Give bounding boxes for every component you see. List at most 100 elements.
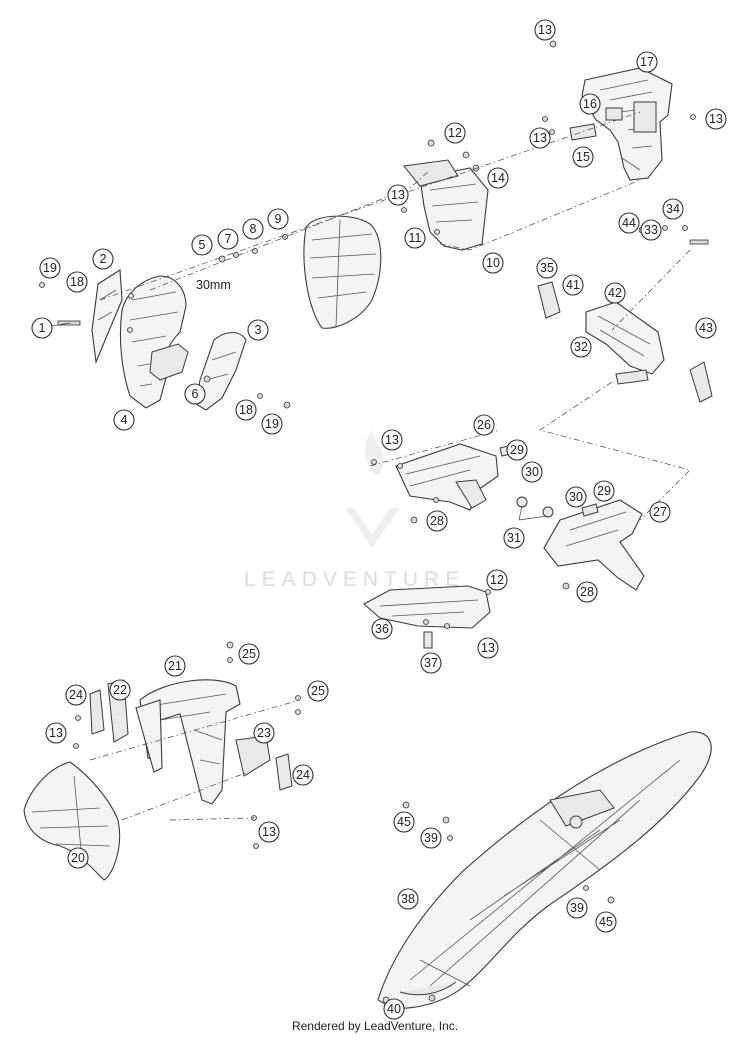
svg-text:23: 23 (257, 726, 271, 740)
svg-text:17: 17 (640, 55, 654, 69)
svg-text:13: 13 (538, 23, 552, 37)
callout-30a: 30 (521, 461, 543, 483)
svg-text:32: 32 (574, 340, 588, 354)
svg-text:18: 18 (70, 275, 84, 289)
license-plate-holder (537, 225, 713, 403)
callout-15: 15 (572, 146, 594, 168)
svg-text:5: 5 (199, 238, 206, 252)
footer-credit: Rendered by LeadVenture, Inc. (291, 1019, 459, 1033)
callout-13f: 13 (477, 637, 499, 659)
callout-13e: 13 (381, 429, 403, 451)
svg-text:21: 21 (168, 659, 182, 673)
callout-37: 37 (420, 652, 442, 674)
callout-24b: 24 (292, 764, 314, 786)
callout-7: 7 (217, 228, 239, 250)
svg-text:33: 33 (644, 223, 658, 237)
svg-text:20: 20 (71, 851, 85, 865)
svg-text:25: 25 (311, 684, 325, 698)
callout-38: 38 (397, 888, 419, 910)
svg-text:10: 10 (486, 256, 500, 270)
svg-text:39: 39 (570, 901, 584, 915)
svg-text:44: 44 (622, 216, 636, 230)
callout-39a: 39 (420, 827, 442, 849)
callout-43: 43 (695, 317, 717, 339)
svg-text:39: 39 (424, 831, 438, 845)
callout-35: 35 (536, 257, 558, 279)
callout-13a: 13 (534, 19, 556, 41)
callout-8: 8 (242, 218, 264, 240)
callout-12a: 12 (444, 122, 466, 144)
svg-text:45: 45 (397, 815, 411, 829)
svg-text:2: 2 (100, 252, 107, 266)
callout-13c: 13 (529, 127, 551, 149)
svg-text:28: 28 (580, 585, 594, 599)
callout-23: 23 (253, 722, 275, 744)
headlight-bracket-assembly (542, 40, 696, 181)
callout-9: 9 (267, 208, 289, 230)
callout-30b: 30 (565, 486, 587, 508)
svg-text:8: 8 (250, 222, 257, 236)
callout-12b: 12 (486, 569, 508, 591)
callout-18b: 18 (235, 399, 257, 421)
callout-16: 16 (579, 93, 601, 115)
callout-20: 20 (67, 847, 89, 869)
leader-lines (51, 111, 691, 821)
svg-text:12: 12 (490, 573, 504, 587)
svg-text:36: 36 (375, 622, 389, 636)
callout-44: 44 (618, 212, 640, 234)
svg-text:19: 19 (265, 417, 279, 431)
svg-text:3: 3 (255, 323, 262, 337)
headlight-bracket-lower (401, 139, 489, 251)
svg-text:45: 45 (599, 915, 613, 929)
callout-32: 32 (570, 336, 592, 358)
svg-text:12: 12 (448, 126, 462, 140)
callout-33: 33 (640, 219, 662, 241)
svg-text:29: 29 (510, 443, 524, 457)
svg-text:6: 6 (192, 387, 199, 401)
callout-3: 3 (247, 319, 269, 341)
callout-22: 22 (109, 679, 131, 701)
callout-1: 1 (31, 317, 53, 339)
svg-text:19: 19 (43, 261, 57, 275)
callout-18a: 18 (66, 271, 88, 293)
svg-text:13: 13 (391, 188, 405, 202)
front-fender-assembly (23, 641, 301, 881)
svg-text:34: 34 (666, 202, 680, 216)
callout-27: 27 (649, 501, 671, 523)
svg-text:18: 18 (239, 403, 253, 417)
svg-text:25: 25 (242, 647, 256, 661)
callout-4: 4 (113, 409, 135, 431)
callout-21: 21 (164, 655, 186, 677)
callout-6: 6 (184, 383, 206, 405)
dimension-note: 30mm (196, 278, 231, 292)
callout-2: 2 (92, 248, 114, 270)
watermark-text: LEADVENTURE (244, 568, 465, 591)
callout-36: 36 (371, 618, 393, 640)
callout-45b: 45 (595, 911, 617, 933)
callout-10: 10 (482, 252, 504, 274)
svg-text:41: 41 (566, 278, 580, 292)
callout-13d: 13 (387, 184, 409, 206)
svg-text:13: 13 (49, 726, 63, 740)
callout-24a: 24 (65, 684, 87, 706)
splash-guard (363, 585, 491, 649)
headlight-unit (303, 215, 382, 329)
front-mask-assembly (39, 234, 291, 411)
svg-text:29: 29 (597, 484, 611, 498)
callout-39b: 39 (566, 897, 588, 919)
callout-29b: 29 (593, 480, 615, 502)
watermark-logo (345, 430, 400, 548)
svg-text:38: 38 (401, 892, 415, 906)
svg-text:11: 11 (409, 231, 422, 245)
callout-42: 42 (604, 282, 626, 304)
callout-26: 26 (473, 414, 495, 436)
callout-14: 14 (487, 167, 509, 189)
callout-25a: 25 (238, 643, 260, 665)
svg-text:24: 24 (69, 688, 83, 702)
callout-13g: 13 (45, 722, 67, 744)
callout-5: 5 (191, 234, 213, 256)
svg-text:13: 13 (262, 825, 276, 839)
callout-13b: 13 (705, 108, 727, 130)
callout-34: 34 (662, 198, 684, 220)
callout-31: 31 (503, 527, 525, 549)
